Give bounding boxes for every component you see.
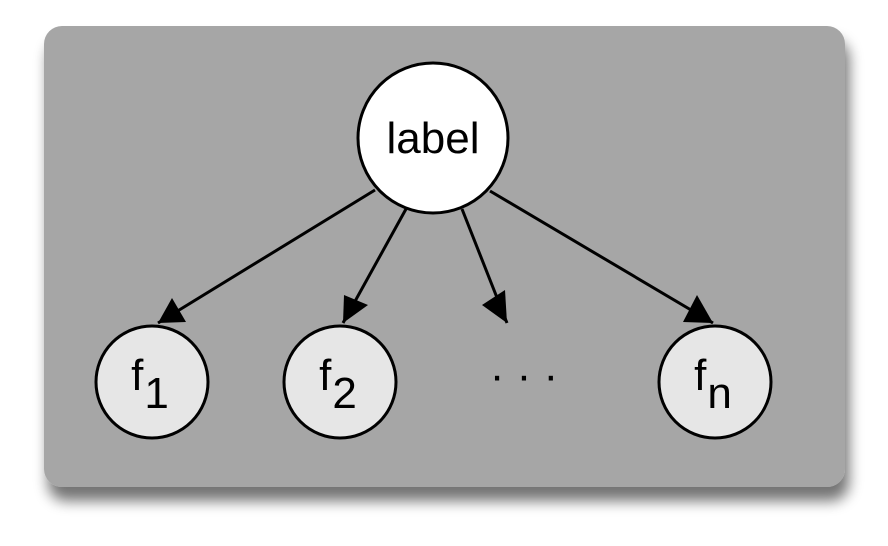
arrowhead-f2 — [343, 295, 368, 323]
node-f1-circle — [94, 324, 210, 440]
edge-label-to-f1 — [157, 188, 376, 325]
arrowhead-fn — [683, 295, 713, 323]
node-label-text: label — [387, 114, 480, 163]
node-f1: f1 — [94, 324, 210, 440]
node-f1-text: f1 — [131, 351, 169, 418]
node-fn-base: f — [694, 351, 707, 400]
node-fn-text: fn — [694, 351, 732, 418]
arrowhead-f1 — [158, 298, 186, 323]
node-label-circle — [356, 61, 510, 215]
node-f2-circle — [282, 324, 398, 440]
ellipsis-text: · · · — [490, 351, 558, 400]
node-fn-subscript: n — [707, 369, 731, 418]
arrowhead-ellipsis — [482, 290, 507, 323]
diagram-panel — [44, 26, 845, 487]
node-f2: f2 — [282, 324, 398, 440]
node-f2-subscript: 2 — [332, 369, 356, 418]
arrowheads — [158, 290, 713, 323]
node-fn: fn — [657, 324, 773, 440]
node-f1-base: f — [131, 351, 144, 400]
node-fn-circle — [657, 324, 773, 440]
node-f2-text: f2 — [319, 351, 357, 418]
node-label: label — [356, 61, 510, 215]
node-f2-base: f — [319, 351, 332, 400]
node-f1-subscript: 1 — [144, 369, 168, 418]
edge-label-to-fn — [489, 189, 714, 325]
